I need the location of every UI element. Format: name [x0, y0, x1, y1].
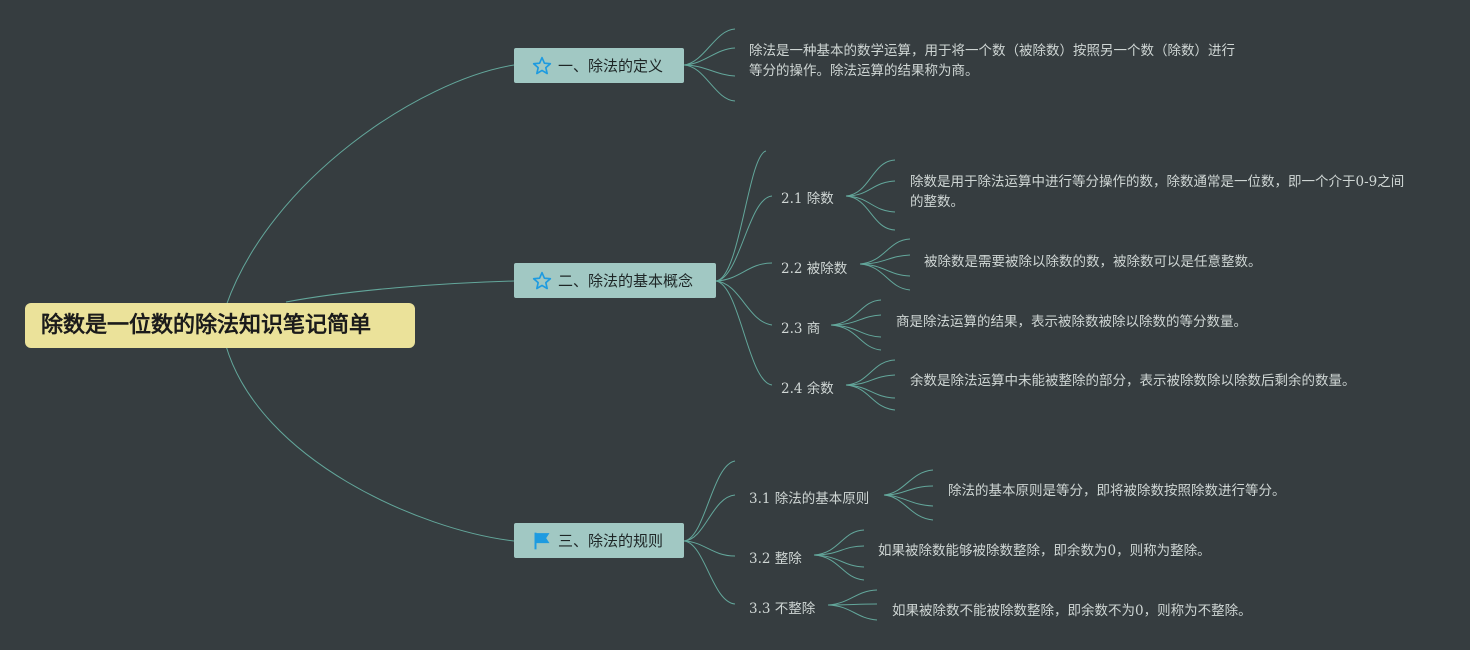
- subtopic-dividend[interactable]: 2.2 被除数: [781, 261, 848, 277]
- subtopic-exact-division[interactable]: 3.2 整除: [749, 551, 802, 567]
- flag-icon: [531, 530, 553, 552]
- subtopic-basic-principle[interactable]: 3.1 除法的基本原则: [749, 491, 870, 507]
- leaf-remainder: 余数是除法运算中未能被整除的部分，表示被除数除以除数后剩余的数量。: [910, 373, 1356, 389]
- leaf-divisor: 除数是用于除法运算中进行等分操作的数，除数通常是一位数，即一个介于0-9之间的整…: [910, 174, 1405, 210]
- leaf-basic-principle: 除法的基本原则是等分，即将被除数按照除数进行等分。: [948, 483, 1286, 499]
- connector-root-branch-2: [285, 280, 515, 303]
- subtopic-divisor[interactable]: 2.1 除数: [781, 191, 834, 207]
- leaf-exact-division: 如果被除数能够被除数整除，即余数为0，则称为整除。: [878, 543, 1211, 559]
- leaf-dividend: 被除数是需要被除以除数的数，被除数可以是任意整数。: [924, 254, 1262, 270]
- branch-label: 三、除法的规则: [558, 532, 664, 550]
- branch-definition[interactable]: 一、除法的定义: [514, 48, 684, 83]
- star-icon: [531, 55, 553, 77]
- branch-basic-concepts[interactable]: 二、除法的基本概念: [514, 263, 716, 298]
- connector-branch-2-subs: [715, 150, 767, 282]
- connector-root-branch-3: [225, 345, 515, 542]
- branch-rules[interactable]: 三、除法的规则: [514, 523, 684, 558]
- connector-branch-1-leaf: [683, 28, 736, 66]
- subtopic-inexact-division[interactable]: 3.3 不整除: [749, 601, 816, 617]
- leaf-quotient: 商是除法运算的结果，表示被除数被除以除数的等分数量。: [896, 314, 1247, 330]
- subtopic-remainder[interactable]: 2.4 余数: [781, 381, 834, 397]
- connector-root-branch-1: [225, 64, 515, 307]
- root-topic[interactable]: 除数是一位数的除法知识笔记简单: [25, 303, 415, 348]
- subtopic-quotient[interactable]: 2.3 商: [781, 321, 821, 337]
- leaf-definition: 除法是一种基本的数学运算，用于将一个数（被除数）按照另一个数（除数）进行等分的操…: [749, 43, 1235, 79]
- leaf-inexact-division: 如果被除数不能被除数整除，即余数不为0，则称为不整除。: [892, 603, 1252, 619]
- branch-label: 二、除法的基本概念: [558, 272, 694, 290]
- branch-label: 一、除法的定义: [558, 57, 664, 75]
- star-icon: [531, 270, 553, 292]
- connector-branch-3-subs: [683, 460, 736, 542]
